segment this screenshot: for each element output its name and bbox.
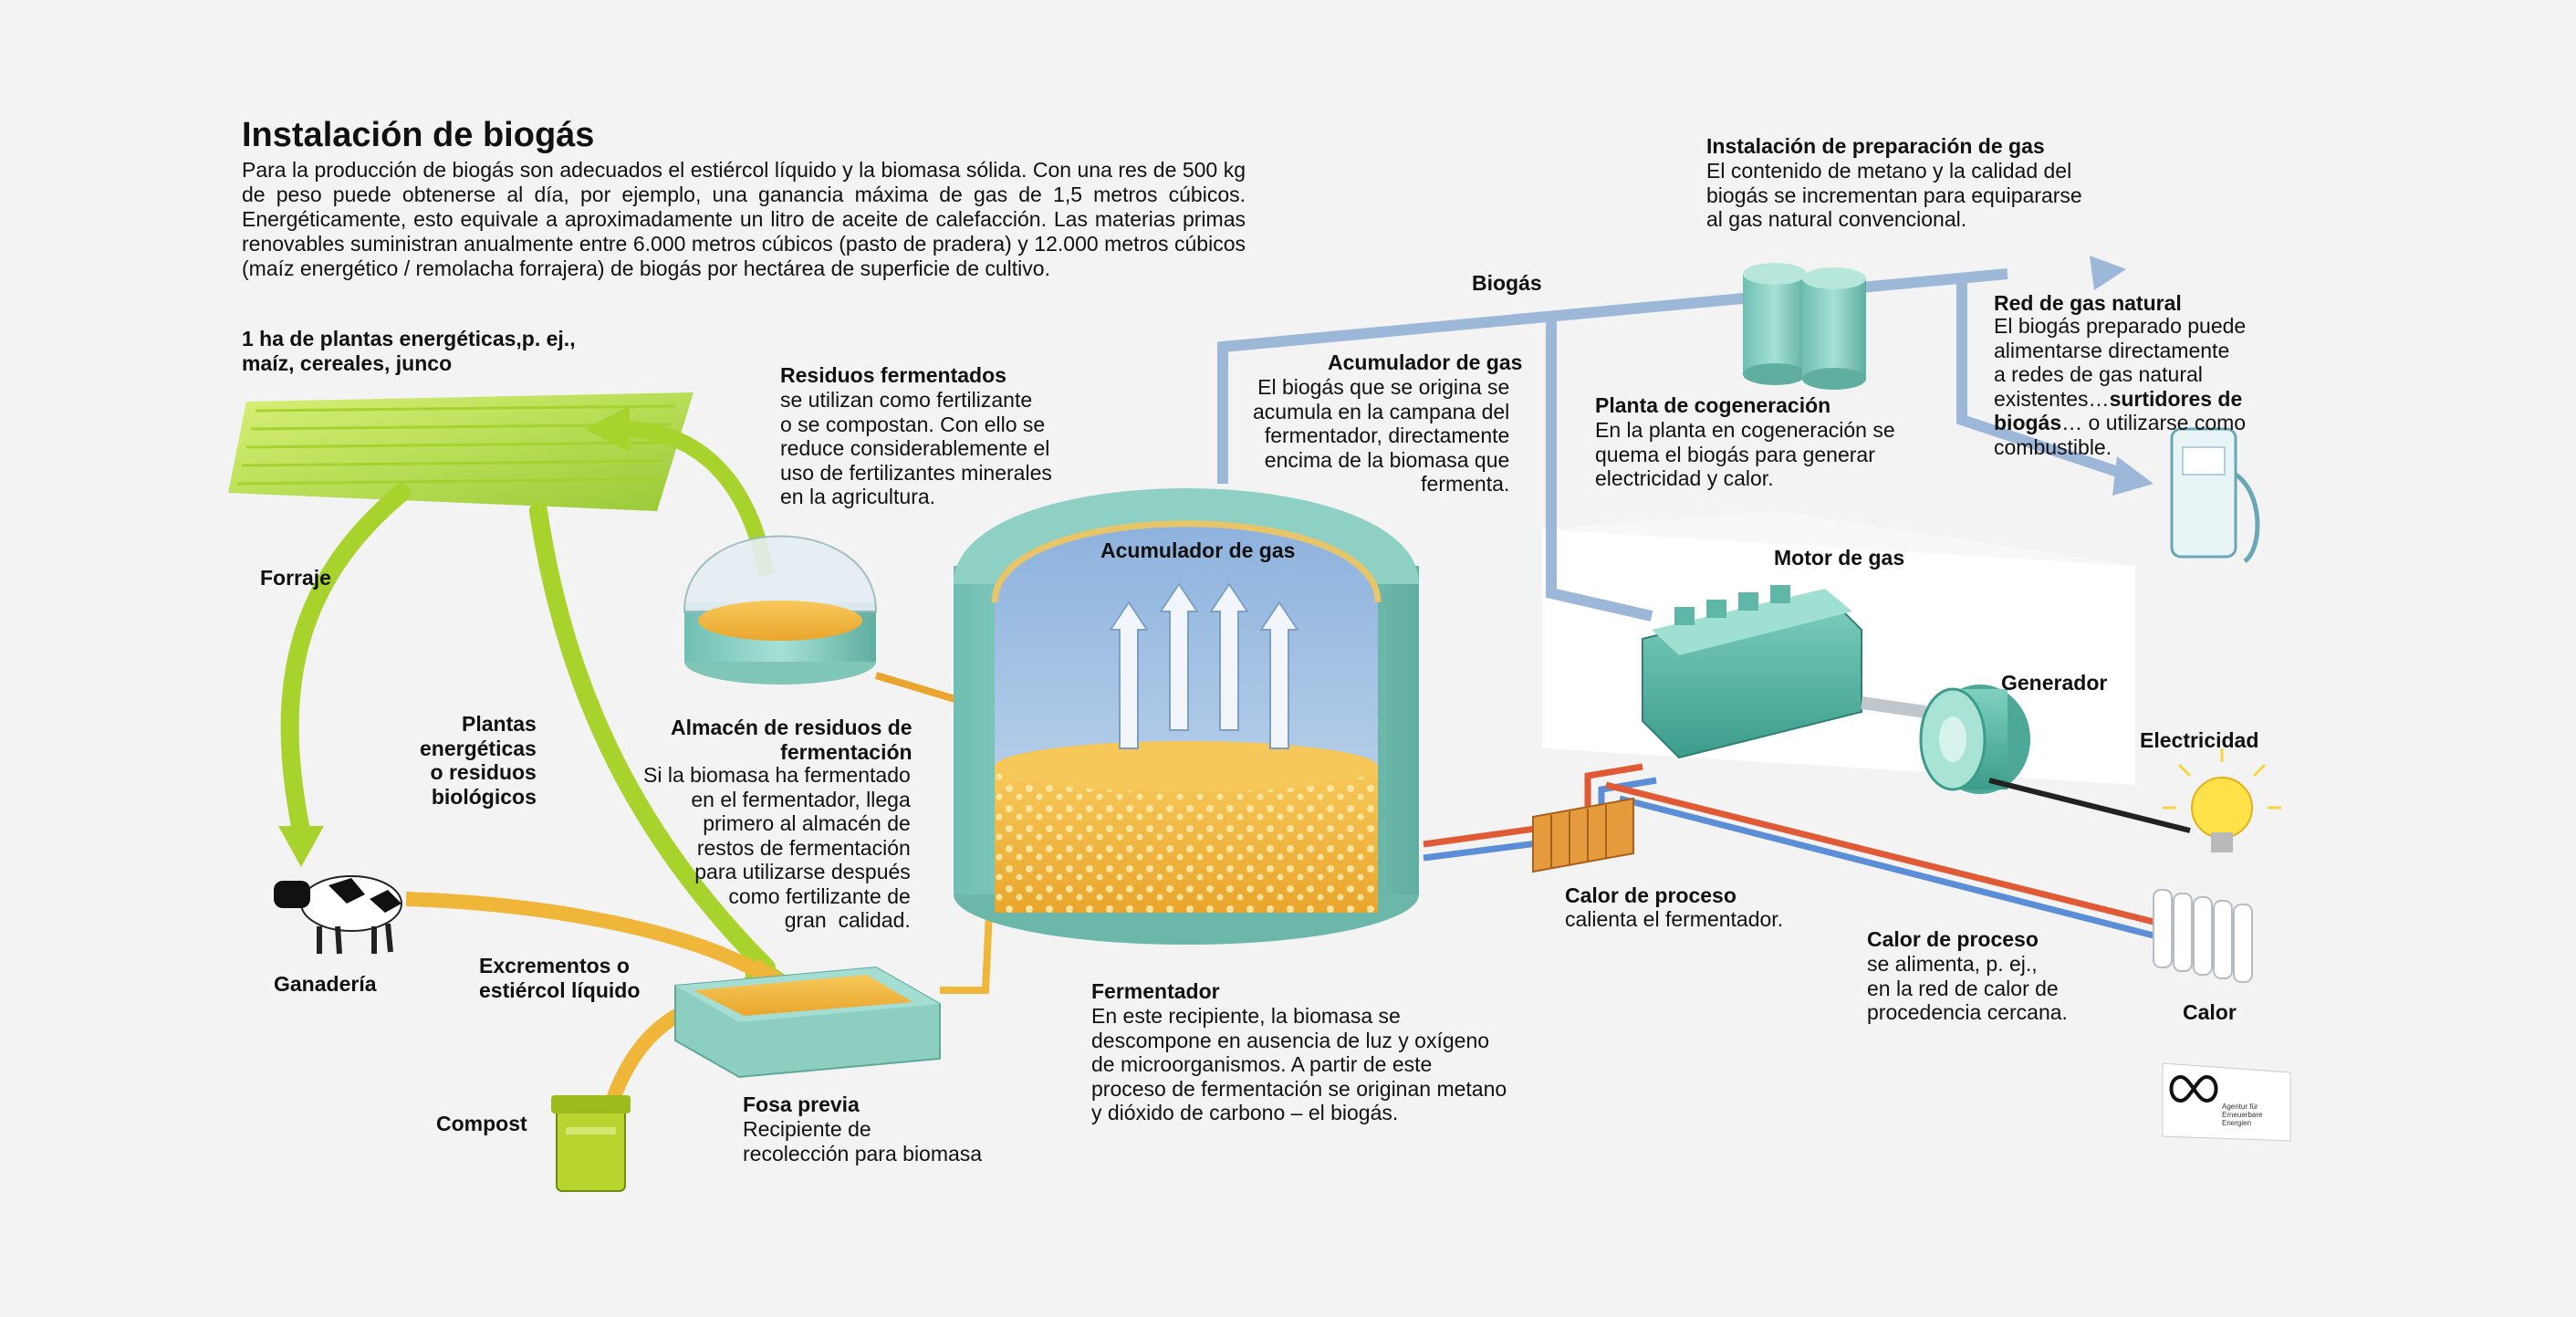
cow-icon [274,875,402,955]
label-plants-waste: Plantas energéticas o residuos biológico… [420,712,537,809]
page-title: Instalación de biogás [242,116,595,154]
label-almacen-title: Almacén de residuos de fermentación [671,716,913,764]
residue-storage-icon [683,535,878,685]
feed-arrows [280,484,776,977]
label-excrementos: Excrementos o estiércol líquido [479,954,641,1002]
energy-crop-field [228,392,694,511]
generator-icon [1919,685,2030,794]
gas-engine-icon [1642,585,1862,759]
light-bulb-icon [2163,748,2281,852]
label-fosa-text: Recipiente de recolección para biomasa [743,1117,983,1165]
fermenter-icon [954,488,1419,945]
label-red-text: El biogás preparado puede alimentarse di… [1994,314,2247,459]
label-acumulador-inner: Acumulador de gas [1100,538,1296,562]
gas-pump-icon [2170,427,2260,563]
agency-logo-icon [2162,1062,2291,1142]
label-fermentador-text: En este recipiente, la biomasa se descom… [1091,1004,1507,1124]
label-prep-text: El contenido de metano y la calidad del … [1706,159,2082,231]
label-generador: Generador [2001,671,2108,695]
label-cogen-text: En la planta en cogeneración se quema el… [1595,418,1895,490]
intro-paragraph: Para la producción de biogás son adecuad… [242,158,1246,280]
label-residuos-text: se utilizan como fertilizante o se compo… [780,388,1052,508]
heat-exchanger-icon [1532,797,1634,873]
agency-logo-text: Agentur für Erneuerbare Energien [2222,1103,2263,1127]
label-calor-proceso-2-text: se alimenta, p. ej., en la red de calor … [1867,952,2068,1024]
compost-bin-icon [551,1095,631,1192]
label-fosa-title: Fosa previa [743,1092,860,1116]
label-calor-proceso-1-text: calienta el fermentador. [1565,907,1784,931]
label-electricidad: Electricidad [2140,728,2259,752]
label-motor: Motor de gas [1774,546,1905,570]
label-acumulador-title: Acumulador de gas [1328,350,1523,374]
label-acumulador-text: El biogás que se origina se acumula en l… [1253,375,1510,496]
label-cogen-title: Planta de cogeneración [1595,393,1831,417]
label-fermentador-title: Fermentador [1091,979,1220,1003]
pre-pit-icon [674,966,941,1079]
label-calor-proceso-2-title: Calor de proceso [1867,927,2039,951]
gas-prep-tanks-icon [1743,263,1866,390]
label-red-title: Red de gas natural [1994,291,2182,315]
label-energy-crops: 1 ha de plantas energéticas,p. ej., maíz… [242,327,576,375]
label-residuos-title: Residuos fermentados [780,363,1006,387]
label-calor-proceso-1-title: Calor de proceso [1565,883,1736,907]
label-biogas: Biogás [1472,271,1542,295]
label-prep-title: Instalación de preparación de gas [1706,134,2045,158]
label-almacen-text: Si la biomasa ha fermentado en el fermen… [643,763,911,932]
label-compost: Compost [436,1112,527,1135]
radiator-icon [2153,889,2253,983]
label-forraje: Forraje [260,566,331,590]
label-ganaderia: Ganadería [274,972,377,996]
label-calor: Calor [2183,1000,2237,1024]
